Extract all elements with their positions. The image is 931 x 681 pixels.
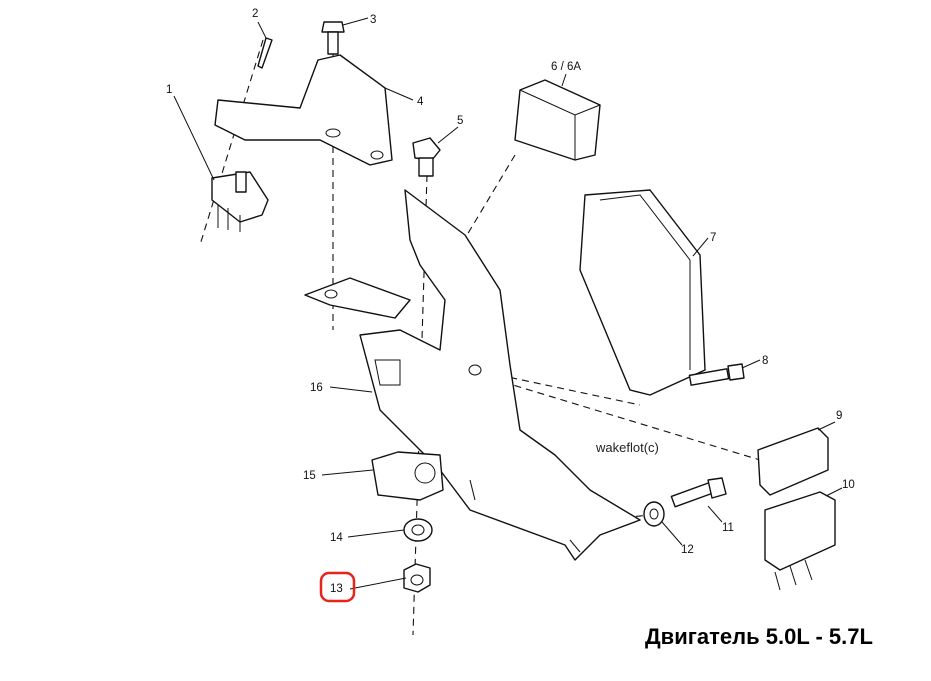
callout-5: 5 bbox=[457, 115, 463, 127]
callout-6-6a: 6 / 6A bbox=[551, 61, 581, 73]
callout-11: 11 bbox=[722, 522, 734, 534]
part-13-nut bbox=[403, 563, 431, 593]
part-2-screw bbox=[257, 37, 273, 69]
callout-3: 3 bbox=[370, 14, 376, 26]
callout-2: 2 bbox=[252, 8, 258, 20]
callout-14: 14 bbox=[330, 532, 343, 544]
part-6-relay bbox=[514, 79, 601, 161]
part-15-clip bbox=[371, 451, 444, 501]
callout-16: 16 bbox=[310, 382, 323, 394]
part-5-stud bbox=[412, 137, 441, 177]
callout-13: 13 bbox=[330, 583, 343, 595]
part-10-connector bbox=[764, 491, 836, 591]
callout-7: 7 bbox=[710, 232, 716, 244]
part-9-connector-cover bbox=[757, 427, 829, 496]
callouts: 1 2 3 4 5 6 / 6A 7 8 9 10 11 12 13 14 15… bbox=[166, 8, 855, 603]
part-4-bracket bbox=[214, 54, 411, 319]
callout-12: 12 bbox=[681, 544, 694, 556]
part-3-bolt bbox=[321, 21, 345, 55]
callout-13-highlight bbox=[319, 571, 356, 603]
part-16-main-bracket bbox=[359, 189, 641, 561]
callout-9: 9 bbox=[836, 410, 842, 422]
part-7-control-module bbox=[579, 189, 706, 396]
part-1-switch bbox=[211, 171, 269, 232]
part-8-bolt bbox=[688, 363, 745, 386]
part-12-washer bbox=[643, 501, 665, 527]
diagram-title: Двигатель 5.0L - 5.7L bbox=[645, 624, 873, 649]
leader-lines bbox=[173, 17, 843, 590]
part-11-bolt bbox=[670, 477, 727, 508]
callout-10: 10 bbox=[842, 479, 855, 491]
callout-1: 1 bbox=[166, 84, 172, 96]
watermark: wakeflot(c) bbox=[595, 440, 659, 455]
part-14-spacer bbox=[403, 518, 433, 542]
callout-8: 8 bbox=[762, 355, 768, 367]
callout-4: 4 bbox=[417, 96, 424, 108]
callout-15: 15 bbox=[303, 470, 316, 482]
